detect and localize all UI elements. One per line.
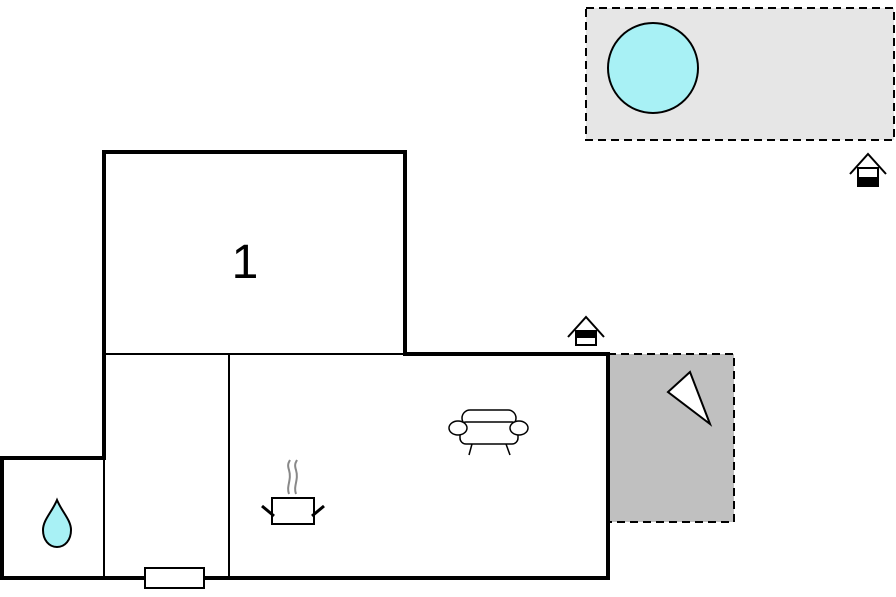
pool-area — [585, 7, 895, 141]
window-icon — [144, 567, 205, 589]
entrance-icon — [849, 152, 887, 187]
entrance-icon — [567, 315, 605, 346]
lounge-chair-icon — [666, 370, 713, 427]
sofa-icon — [448, 409, 529, 456]
terrace-area — [607, 353, 735, 523]
pool-icon — [607, 22, 699, 114]
cooking-pot-icon — [261, 459, 325, 525]
room-label-1: 1 — [232, 236, 259, 289]
house-walls — [0, 150, 610, 580]
water-drop-icon — [41, 497, 73, 549]
